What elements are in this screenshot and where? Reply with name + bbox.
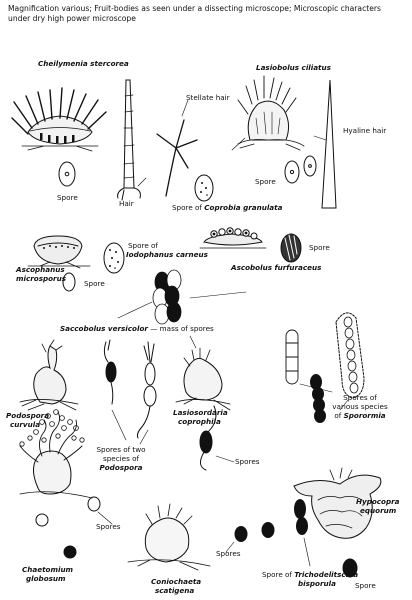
podospora-spore-1: [103, 339, 117, 405]
label-two-species-2: species of: [102, 454, 140, 463]
hypocopra-fruit-body: [293, 467, 382, 539]
chaetomium-spore-pale: [35, 513, 49, 527]
sporormia-spore-dark: [310, 374, 326, 423]
label-saccobolus: Saccobolus versicolor — mass of spores: [60, 324, 214, 333]
label-trichodelitschia: Spore of Trichodelitschia: [262, 570, 359, 579]
label-globosum: globosum: [26, 574, 66, 583]
cheilymenia-spore: [58, 161, 76, 187]
label-lasiobolus-spore: Spore: [255, 177, 276, 186]
label-ascobolus-furfuraceus: Ascobolus furfuraceus: [231, 263, 322, 272]
label-iodophanus-spore: Spore of: [128, 241, 158, 250]
coprobia-spore: [194, 174, 214, 202]
label-hair: Hair: [119, 199, 134, 208]
label-microsporus: microsporus: [16, 274, 66, 283]
podospora-curvula-fruit-body: [19, 339, 79, 411]
coniochaeta-spores: [234, 522, 275, 542]
label-lasiosordaria: Lasiosordaria: [173, 408, 228, 417]
label-chaetomium: Chaetomium: [22, 565, 74, 574]
hypocopra-spore: [342, 558, 358, 578]
label-hyaline-hair: Hyaline hair: [343, 126, 387, 135]
label-sporormia-2: various species: [332, 402, 388, 411]
label-chaetomium-spores: Spores: [96, 522, 121, 531]
label-ascophanus: Ascophanus: [16, 265, 65, 274]
label-sporormia-1: Spores of: [343, 393, 377, 402]
label-podospora-curvula-1: Podospora: [6, 411, 50, 420]
ascophanus-fruit-body: [27, 235, 91, 269]
coniochaeta-fruit-body: [127, 503, 211, 571]
label-hypocopra: Hypocopra: [356, 497, 400, 506]
label-podospora-curvula-2: curvula: [10, 420, 41, 429]
figure-caption: Magnification various; Fruit-bodies as s…: [8, 4, 381, 23]
trichodelitschia-spore: [294, 499, 308, 535]
label-coniochaeta-spores: Spores: [216, 549, 241, 558]
label-podospora: Podospora: [99, 463, 143, 472]
label-stellate-hair: Stellate hair: [186, 93, 230, 102]
label-coprobia-spore: Spore of Coprobia granulata: [172, 203, 283, 212]
lasiobolus-fruit-body: [237, 75, 305, 151]
sporormia-spore-sheathed: [335, 312, 365, 399]
label-scatigena: scatigena: [155, 586, 195, 595]
label-ascophanus-spore: Spore: [84, 279, 105, 288]
label-iodophanus-carneus: Iodophanus carneus: [126, 250, 208, 259]
lasiosordaria-spore: [199, 405, 217, 471]
label-cheilymenia-stercorea: Cheilymenia stercorea: [38, 59, 129, 68]
label-coniochaeta: Coniochaeta: [151, 577, 202, 586]
lasiosordaria-fruit-body: [175, 347, 231, 411]
stellate-hair: [156, 119, 198, 197]
label-lasiosordaria-spores: Spores: [235, 457, 260, 466]
label-two-species-1: Spores of two: [96, 445, 146, 454]
ascophanus-spore: [62, 272, 76, 292]
sporormia-spore-segmented: [285, 329, 299, 385]
cheilymenia-hair: [117, 79, 141, 201]
lasiobolus-spore: [284, 160, 300, 184]
label-lasiobolus-ciliatus: Lasiobolus ciliatus: [256, 63, 331, 72]
ascobolus-fruit-body: [199, 227, 267, 249]
ascobolus-spore: [280, 233, 302, 263]
label-coprophila: coprophila: [178, 417, 221, 426]
label-cheilymenia-spore: Spore: [57, 193, 78, 202]
cheilymenia-fruit-body: [11, 87, 107, 152]
chaetomium-fruit-body: [19, 409, 93, 499]
podospora-spore-2: [136, 341, 157, 439]
label-sporormia-3: of Sporormia: [334, 411, 386, 420]
label-ascobolus-spore: Spore: [309, 243, 330, 252]
label-hypocopra-spore: Spore: [355, 581, 376, 590]
hyaline-hair: [321, 79, 337, 209]
chaetomium-spore-dark: [63, 545, 77, 559]
iodophanus-spore: [103, 242, 125, 274]
label-equorum: equorum: [360, 506, 397, 515]
saccobolus-spore-mass: [152, 269, 182, 325]
label-bisporula: bisporula: [298, 579, 336, 588]
